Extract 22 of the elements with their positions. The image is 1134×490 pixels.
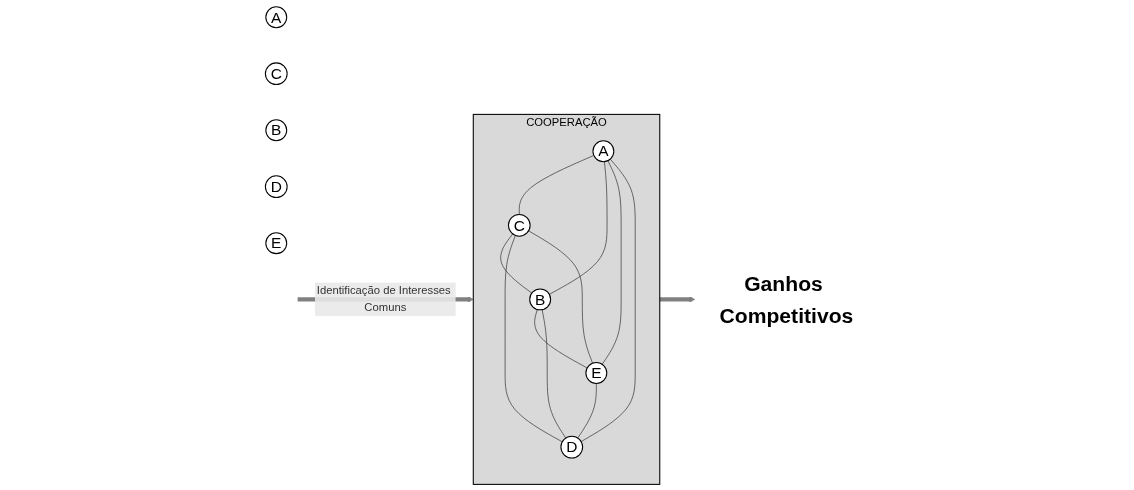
node-circle: E (585, 362, 608, 384)
connector (577, 383, 598, 439)
node-circle: B (529, 288, 552, 311)
arrow (660, 296, 696, 303)
connector (534, 309, 588, 369)
node-circle: D (560, 435, 584, 459)
connector (500, 233, 533, 294)
connector (505, 235, 564, 443)
node-circle: D (265, 175, 289, 199)
node-circle: A (592, 140, 615, 163)
node-circle: A (265, 6, 288, 29)
connector (581, 158, 636, 442)
connector (602, 160, 622, 365)
edge-label: Identificação de Interesses Comuns (317, 284, 452, 314)
node-circle: E (265, 232, 288, 255)
connector (519, 155, 595, 215)
node-circle: C (508, 213, 532, 237)
connector (542, 309, 567, 439)
node-circle: B (265, 119, 288, 142)
node-circle: C (265, 62, 289, 86)
node-text: Ganhos Competitivos (720, 271, 854, 327)
connector (549, 161, 608, 295)
